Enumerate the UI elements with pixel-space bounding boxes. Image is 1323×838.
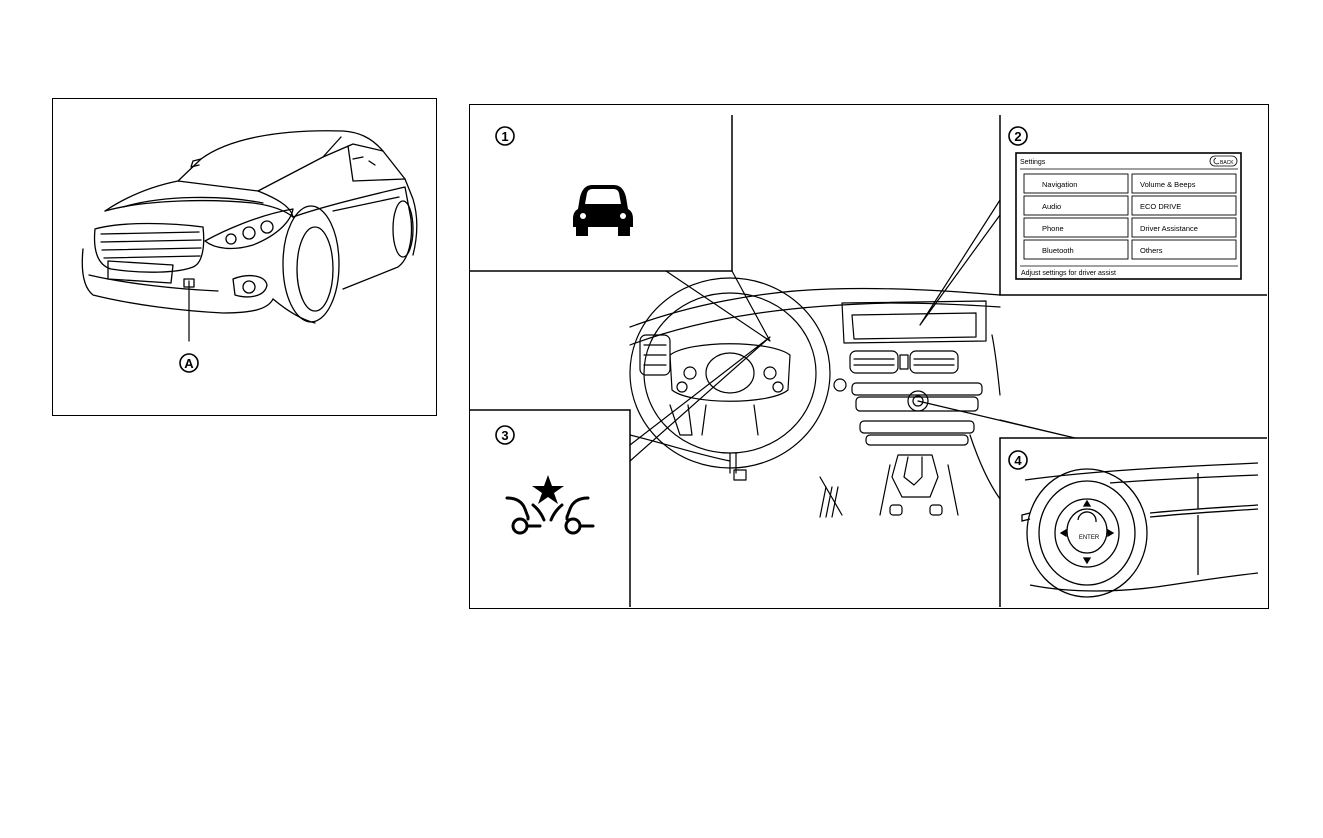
- svg-text:Volume & Beeps: Volume & Beeps: [1140, 180, 1196, 189]
- svg-text:Driver Assistance: Driver Assistance: [1140, 224, 1198, 233]
- headlight: [205, 209, 293, 248]
- gear-shifter: [892, 455, 938, 497]
- inset3-border: [470, 410, 630, 607]
- inset1-callout: [666, 271, 770, 341]
- car-line-drawing: A: [53, 99, 435, 414]
- svg-text:4: 4: [1014, 453, 1022, 468]
- cockpit-drawing: [630, 200, 1075, 517]
- dashboard-line-drawing: 1 2 Settings BACK: [470, 105, 1267, 607]
- svg-text:1: 1: [501, 129, 508, 144]
- svg-text:Navigation: Navigation: [1042, 180, 1077, 189]
- car-roofline: [201, 131, 405, 179]
- front-wheel: [283, 206, 339, 322]
- inset3-number: 3: [496, 426, 514, 444]
- vehicle-ahead-icon: [573, 185, 633, 236]
- svg-text:2: 2: [1014, 129, 1021, 144]
- svg-text:Audio: Audio: [1042, 202, 1061, 211]
- rear-wheel: [393, 201, 413, 257]
- dashboard-illustration-panel: 1 2 Settings BACK: [469, 104, 1269, 609]
- car-illustration-panel: A: [52, 98, 437, 416]
- callout-a-label: A: [184, 356, 194, 371]
- up-arrow-icon: [1084, 501, 1090, 506]
- svg-text:Bluetooth: Bluetooth: [1042, 246, 1074, 255]
- back-arrow-icon: [1078, 512, 1096, 522]
- svg-text:Others: Others: [1140, 246, 1163, 255]
- settings-status-text: Adjust settings for driver assist: [1021, 270, 1116, 277]
- side-window: [348, 146, 405, 181]
- fog-light: [233, 276, 267, 297]
- down-arrow-icon: [1084, 558, 1090, 563]
- left-arrow-icon: [1061, 530, 1066, 536]
- inset1-number: 1: [496, 127, 514, 145]
- infiniti-controller: [1022, 463, 1258, 597]
- callout-a: A: [180, 354, 198, 372]
- menu-item-audio: [1024, 196, 1128, 215]
- settings-screen: Settings BACK Navigation Volume & Beeps …: [1016, 153, 1241, 279]
- svg-text:BACK: BACK: [1220, 160, 1234, 166]
- forward-collision-warning-icon: [507, 475, 593, 533]
- right-arrow-icon: [1108, 530, 1113, 536]
- svg-text:ECO DRIVE: ECO DRIVE: [1140, 202, 1181, 211]
- settings-title: Settings: [1020, 159, 1046, 166]
- windshield: [178, 137, 341, 191]
- svg-text:Phone: Phone: [1042, 224, 1064, 233]
- svg-text:3: 3: [501, 428, 508, 443]
- menu-item-bluetooth: [1024, 240, 1128, 259]
- inset4-number: 4: [1009, 451, 1027, 469]
- menu-item-phone: [1024, 218, 1128, 237]
- enter-label: ENTER: [1079, 535, 1100, 541]
- inset2-number: 2: [1009, 127, 1027, 145]
- hood-left-edge: [105, 181, 178, 211]
